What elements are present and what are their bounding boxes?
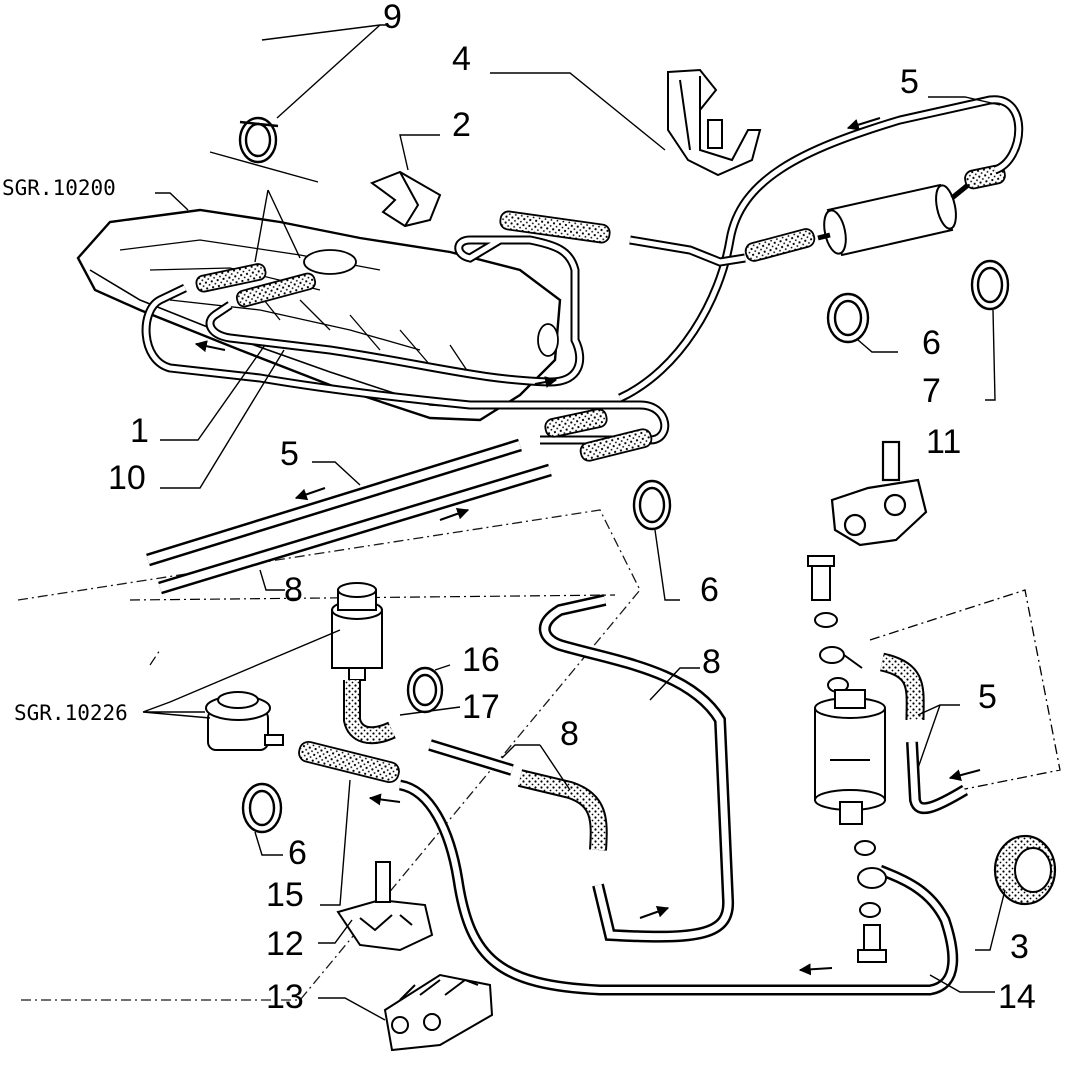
callout-12: 12 — [266, 925, 304, 963]
hose-17 — [343, 680, 396, 745]
callout-8-left: 8 — [284, 571, 303, 609]
callout-2: 2 — [452, 106, 471, 144]
clamp-16 — [406, 666, 444, 714]
callout-3: 3 — [1010, 928, 1029, 966]
bracket-4 — [667, 68, 762, 177]
callout-5-right: 5 — [978, 678, 997, 716]
banjo-bolt-top — [807, 555, 863, 693]
pipe-14 — [398, 779, 959, 996]
top-return-pipe — [618, 95, 1024, 403]
fuel-pump — [817, 183, 970, 257]
callout-10: 10 — [108, 459, 146, 497]
callout-15: 15 — [266, 876, 304, 914]
ref-label-tank: SGR.10200 — [2, 176, 116, 200]
bracket-13 — [383, 973, 494, 1052]
callout-4: 4 — [452, 40, 471, 78]
callout-9: 9 — [383, 0, 402, 36]
clamp-6-right — [826, 292, 870, 344]
pressure-regulator-lower — [205, 691, 284, 751]
fuel-filter — [814, 689, 886, 825]
callout-8-low: 8 — [560, 715, 579, 753]
group-boundary-right — [869, 589, 1061, 791]
callout-17: 17 — [462, 688, 500, 726]
leader-lines — [142, 24, 1006, 1021]
callout-7: 7 — [922, 372, 941, 410]
callout-11: 11 — [926, 423, 962, 461]
grommet-3 — [993, 834, 1057, 906]
clamp-7 — [970, 259, 1010, 311]
callout-6-right: 6 — [922, 324, 941, 362]
hose-15 — [298, 740, 400, 784]
group-boundary — [17, 509, 641, 1001]
bracket-12 — [336, 861, 434, 952]
pressure-regulator-upper — [331, 582, 383, 681]
callout-6-mid: 6 — [700, 571, 719, 609]
callout-5-mid: 5 — [280, 435, 299, 473]
callout-5-top: 5 — [900, 63, 919, 101]
bracket-11 — [830, 440, 928, 547]
callout-1: 1 — [130, 412, 149, 450]
banjo-bolt-bottom — [854, 840, 887, 963]
tank-hoses — [195, 164, 1006, 462]
clamp-6-low — [241, 782, 283, 834]
callout-8-mid: 8 — [702, 643, 721, 681]
pipe-8-mid — [539, 594, 735, 943]
callout-16: 16 — [462, 641, 500, 679]
pipe-8-lower — [428, 739, 608, 851]
clip-2 — [369, 170, 442, 228]
flow-arrows — [194, 117, 981, 976]
hose-5-right — [879, 652, 969, 815]
callout-13: 13 — [266, 978, 304, 1016]
callout-6-low: 6 — [288, 834, 307, 872]
tank-pipe-loop — [141, 235, 670, 445]
clamp-9 — [238, 116, 279, 164]
ref-label-regulator: SGR.10226 — [14, 701, 128, 725]
clamp-6-mid — [632, 479, 672, 531]
callout-14: 14 — [998, 978, 1036, 1016]
long-pipes — [146, 438, 552, 595]
